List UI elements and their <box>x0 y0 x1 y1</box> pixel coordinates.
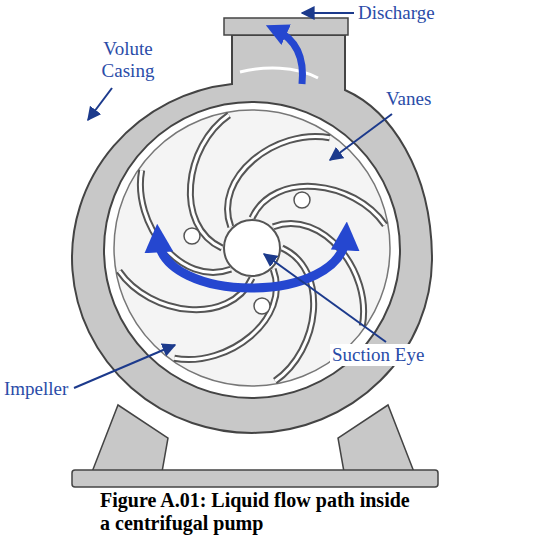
pump-foot <box>92 405 168 472</box>
figure-caption: Figure A.01: Liquid flow path inside a c… <box>100 489 418 535</box>
balance-hole <box>294 192 310 208</box>
leader-arrow <box>74 345 175 388</box>
balance-hole <box>184 228 200 244</box>
suction-eye-label: Suction Eye <box>330 344 426 366</box>
impeller-label: Impeller <box>4 378 68 400</box>
vanes-label: Vanes <box>386 88 431 110</box>
suction-eye <box>224 220 280 276</box>
leader-arrow <box>264 254 386 342</box>
leader-arrow <box>88 88 112 120</box>
balance-hole <box>254 298 270 314</box>
volute-casing-label: Volute Casing <box>92 38 164 82</box>
leader-arrow <box>330 114 392 160</box>
base-plate <box>72 470 438 487</box>
flow-arrow <box>276 30 302 84</box>
leader-arrow <box>302 12 354 14</box>
pump-foot <box>338 405 414 472</box>
volute-tongue <box>240 68 318 78</box>
discharge-label: Discharge <box>358 2 435 24</box>
flow-arrow <box>158 236 346 288</box>
volute-casing <box>72 35 432 433</box>
